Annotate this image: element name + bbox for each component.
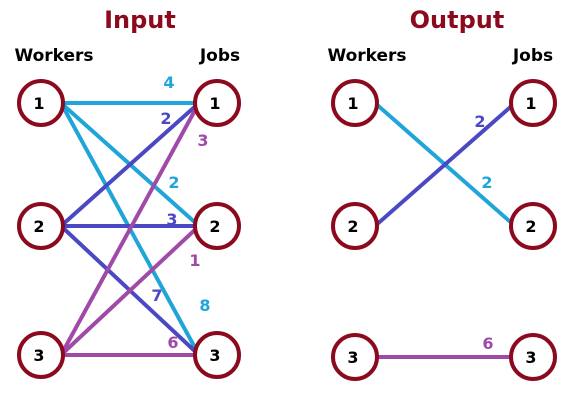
edge-weight-w3-j3: 6 bbox=[167, 333, 178, 352]
output-edge-weights: 2 2 6 bbox=[474, 112, 493, 353]
output-edges bbox=[373, 101, 517, 359]
worker-node-label: 2 bbox=[33, 217, 44, 236]
job-node-label: 3 bbox=[525, 348, 536, 367]
job-node-label: 3 bbox=[209, 346, 220, 365]
job-node-label: 2 bbox=[525, 217, 536, 236]
input-edge-weights: 4 2 8 2 3 7 3 1 6 bbox=[151, 73, 210, 352]
worker-node-circle bbox=[17, 331, 65, 379]
worker-node-label: 3 bbox=[347, 348, 358, 367]
output-workers-header: Workers bbox=[327, 46, 406, 66]
job-node-circle bbox=[193, 202, 241, 250]
worker-node-label: 1 bbox=[347, 94, 358, 113]
job-node-circle bbox=[509, 79, 557, 127]
job-node-label: 1 bbox=[209, 94, 220, 113]
edge-weight-w2-j1: 2 bbox=[160, 109, 171, 128]
edge-weight-w1-j2: 2 bbox=[168, 173, 179, 192]
edge-weight-w3-j1: 3 bbox=[197, 131, 208, 150]
edge-w3-j1 bbox=[59, 102, 201, 356]
output-nodes: 1 2 3 1 2 3 bbox=[331, 79, 557, 381]
edge-weight-w2-j2: 3 bbox=[166, 210, 177, 229]
job-node-3: 3 bbox=[509, 333, 557, 381]
input-jobs-header: Jobs bbox=[199, 46, 240, 66]
worker-node-label: 3 bbox=[33, 346, 44, 365]
job-node-3: 3 bbox=[193, 331, 241, 379]
job-node-circle bbox=[193, 79, 241, 127]
worker-node-1: 1 bbox=[331, 79, 379, 127]
edge-weight-w3-j3: 6 bbox=[482, 334, 493, 353]
job-node-label: 2 bbox=[209, 217, 220, 236]
worker-node-circle bbox=[17, 79, 65, 127]
worker-node-2: 2 bbox=[17, 202, 65, 250]
edge-weight-w3-j2: 1 bbox=[189, 251, 200, 270]
edge-w3-j2 bbox=[59, 224, 201, 357]
edge-weight-w2-j1: 2 bbox=[474, 112, 485, 131]
worker-node-circle bbox=[331, 79, 379, 127]
worker-node-1: 1 bbox=[17, 79, 65, 127]
output-jobs-header: Jobs bbox=[512, 46, 553, 66]
worker-node-circle bbox=[331, 333, 379, 381]
worker-node-3: 3 bbox=[331, 333, 379, 381]
job-node-label: 1 bbox=[525, 94, 536, 113]
edge-weight-w1-j1: 4 bbox=[163, 73, 174, 92]
output-title: Output bbox=[410, 6, 505, 34]
worker-node-circle bbox=[331, 202, 379, 250]
job-node-circle bbox=[193, 331, 241, 379]
job-node-1: 1 bbox=[509, 79, 557, 127]
job-node-circle bbox=[509, 333, 557, 381]
worker-node-circle bbox=[17, 202, 65, 250]
worker-node-2: 2 bbox=[331, 202, 379, 250]
edge-weight-w1-j2: 2 bbox=[481, 173, 492, 192]
worker-node-3: 3 bbox=[17, 331, 65, 379]
job-node-1: 1 bbox=[193, 79, 241, 127]
edge-w2-j1 bbox=[59, 101, 201, 228]
job-node-2: 2 bbox=[193, 202, 241, 250]
edge-w2-j1 bbox=[373, 101, 517, 228]
job-node-2: 2 bbox=[509, 202, 557, 250]
input-edges bbox=[59, 101, 201, 357]
job-node-circle bbox=[509, 202, 557, 250]
worker-node-label: 2 bbox=[347, 217, 358, 236]
input-title: Input bbox=[104, 6, 176, 34]
worker-node-label: 1 bbox=[33, 94, 44, 113]
edge-weight-w2-j3: 7 bbox=[151, 286, 162, 305]
input-workers-header: Workers bbox=[14, 46, 93, 66]
edge-weight-w1-j3: 8 bbox=[199, 296, 210, 315]
